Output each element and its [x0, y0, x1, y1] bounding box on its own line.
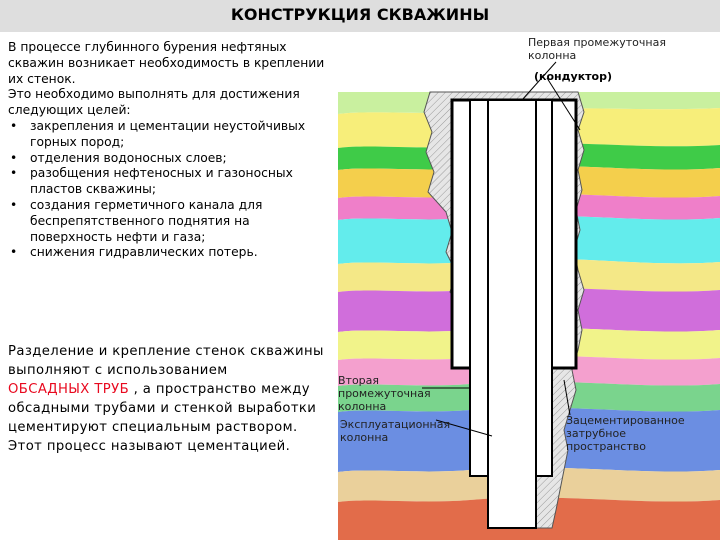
bullet-glyph: • [10, 245, 18, 260]
list-item-text: снижения гидравлических потерь. [30, 245, 258, 260]
leader-line [546, 77, 581, 131]
title-bar [0, 0, 720, 32]
callout-lines [422, 61, 581, 437]
well-bore [423, 91, 585, 529]
intro-paragraph: В процессе глубинного бурения нефтяных с… [8, 40, 325, 86]
leader-line [435, 419, 493, 437]
list-item-text: создания герметичного канала для беспреп… [30, 197, 263, 244]
list-item: • отделения водоносных слоев; [8, 151, 326, 167]
list-item: • разобщения нефтеносных и газоносных пла… [8, 166, 326, 198]
list-item: • снижения гидравлических потерь. [8, 245, 326, 261]
production-casing-label: Эксплуатационная колонна [340, 418, 451, 444]
bullet-glyph: • [10, 197, 18, 212]
list-item-text: отделения водоносных слоев; [30, 150, 227, 165]
list-item: • создания герметичного канала для беспре… [8, 198, 326, 245]
bullet-glyph: • [10, 118, 18, 133]
second-casing-label: Вторая промежуточная колонна [338, 374, 431, 413]
conductor-label: (кондуктор) [534, 70, 613, 83]
list-item-text: разобщения нефтеносных и газоносных плас… [30, 166, 293, 197]
page-title: КОНСТРУКЦИЯ СКВАЖИНЫ [230, 5, 490, 24]
first-casing-label: Первая промежуточная колонна [528, 36, 666, 62]
paragraph-closing: Этот процесс называют цементацией. [8, 439, 291, 454]
paragraph-text: Разделение и крепление стенок скважины в… [8, 344, 324, 378]
cemented-annulus-label: Зацементированное затрубное пространство [566, 414, 685, 453]
intro-purpose: Это необходимо выполнять для достижения … [8, 87, 300, 118]
bullet-glyph: • [10, 150, 18, 165]
goals-list: • закрепления и цементации неустойчивых г… [8, 119, 326, 261]
production-casing [487, 99, 537, 529]
list-item-text: закрепления и цементации неустойчивых го… [30, 118, 306, 149]
bullet-glyph: • [10, 166, 18, 181]
leader-line [563, 379, 571, 416]
cementation-paragraph: Разделение и крепление стенок скважины в… [8, 342, 326, 456]
casing-pipes-highlight: ОБСАДНЫХ ТРУБ [8, 382, 130, 397]
intro-text: В процессе глубинного бурения нефтяных с… [8, 40, 326, 261]
leader-line [521, 61, 557, 101]
list-item: • закрепления и цементации неустойчивых г… [8, 119, 326, 151]
paragraph-text: , а пространство между обсадными трубами… [8, 382, 317, 435]
